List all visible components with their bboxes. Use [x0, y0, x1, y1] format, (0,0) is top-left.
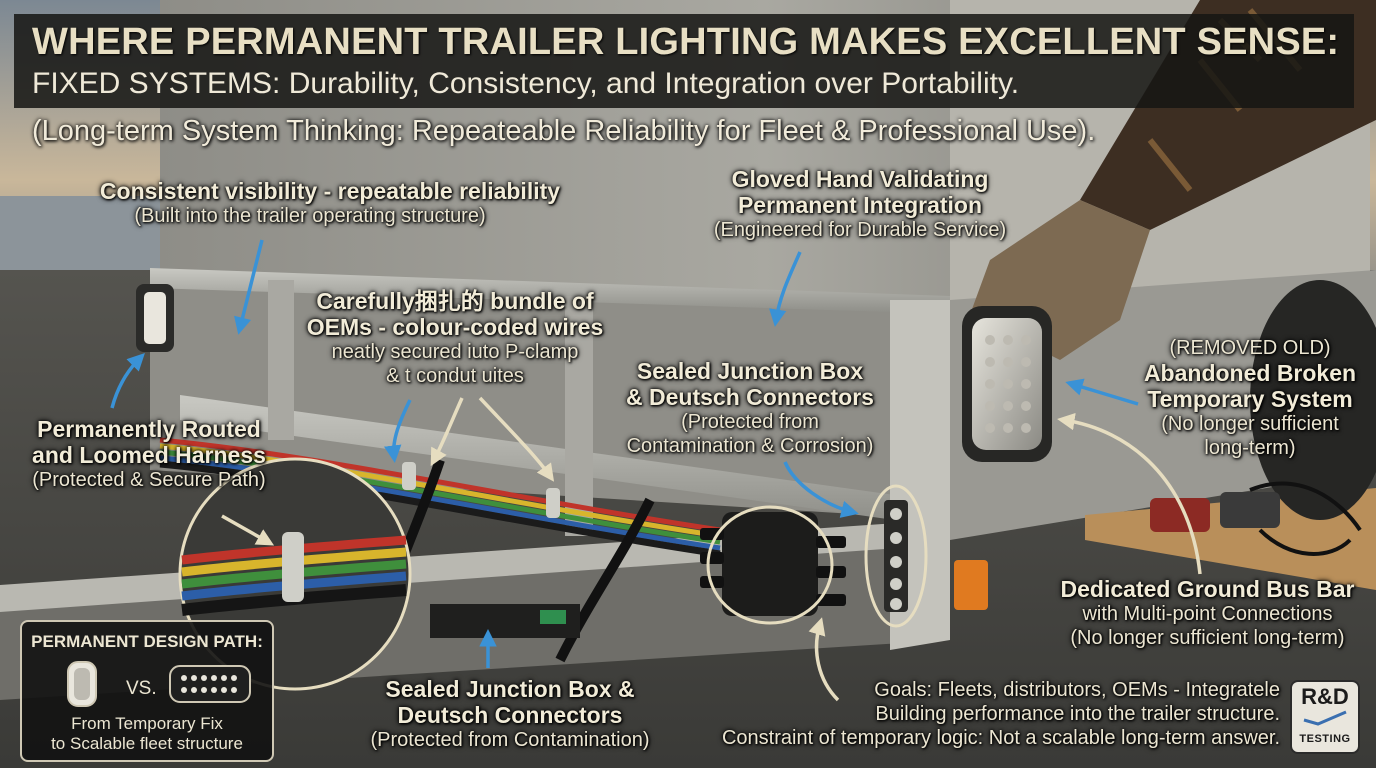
callout-ground-bus-bar: Dedicated Ground Bus Bar with Multi-poin… — [1050, 576, 1365, 650]
rd-testing-badge: R&D TESTING — [1290, 680, 1360, 754]
badge-name: R&D — [1301, 684, 1349, 709]
callout-subtext: (Protected & Secure Path) — [32, 469, 266, 491]
frame-rail-top — [150, 268, 950, 314]
callout-subtext: & t condut uites — [386, 365, 524, 387]
p-clamp-icon — [402, 462, 416, 490]
callout-subtext: (No longer sufficient — [1161, 413, 1339, 435]
callout-subtext: (Protected from Contamination) — [370, 729, 650, 751]
goals-line: Goals: Fleets, distributors, OEMs - Inte… — [874, 679, 1280, 701]
design-path-vs: VS. — [126, 678, 157, 699]
p-clamp-icon — [546, 488, 560, 518]
callout-heading: & Deutsch Connectors — [626, 384, 874, 410]
distant-building — [0, 196, 170, 270]
callout-subtext: (Built into the trailer operating struct… — [134, 205, 486, 227]
frame-post-left — [268, 280, 294, 440]
callout-heading: Permanent Integration — [737, 192, 983, 218]
callout-heading: Abandoned Broken — [1143, 360, 1357, 386]
badge-subtitle: TESTING — [1299, 733, 1351, 745]
callout-heading: OEMs - colour-coded wires — [306, 314, 604, 340]
callout-subtext: Contamination & Corrosion) — [626, 435, 874, 457]
design-path-caption: From Temporary Fix — [71, 714, 223, 733]
goals-line: Building performance into the trailer st… — [875, 703, 1280, 725]
design-path-box: PERMANENT DESIGN PATH: VS. From Temporar… — [20, 620, 274, 762]
callout-heading: Temporary System — [1147, 386, 1353, 412]
trailer-wheel — [1250, 280, 1376, 520]
callout-heading: Gloved Hand Validating — [731, 166, 989, 192]
old-loose-wires — [1249, 481, 1362, 556]
frame-post-mid — [565, 296, 593, 536]
design-path-title: PERMANENT DESIGN PATH: — [31, 632, 263, 651]
callout-heading: Sealed Junction Box & — [385, 676, 635, 702]
callout-subtext: (Engineered for Durable Service) — [713, 219, 1007, 241]
callout-wire-bundle: Carefully捆扎的 bundle of OEMs - colour-cod… — [290, 288, 620, 388]
callout-removed-system: (REMOVED OLD) Abandoned Broken Temporary… — [1130, 336, 1370, 460]
check-swoosh-icon — [1303, 710, 1347, 726]
callout-subtext: neatly secured iuto P-clamp — [331, 341, 579, 363]
junction-highlight-ring — [706, 505, 834, 625]
title-banner — [14, 14, 1354, 108]
led-light-icon — [169, 665, 251, 703]
callout-heading: Sealed Junction Box — [636, 358, 864, 384]
old-junction-part — [1220, 492, 1280, 528]
callout-goals: Goals: Fleets, distributors, OEMs - Inte… — [670, 678, 1280, 750]
page-title: WHERE PERMANENT TRAILER LIGHTING MAKES E… — [32, 21, 1340, 63]
frame-rail-bottom — [180, 395, 930, 525]
callout-junction-box-bottom: Sealed Junction Box & Deutsch Connectors… — [355, 676, 665, 752]
callout-heading: Carefully捆扎的 bundle of — [316, 288, 594, 314]
callout-heading: and Loomed Harness — [32, 442, 266, 468]
callout-gloved-hand: Gloved Hand Validating Permanent Integra… — [690, 166, 1030, 242]
callout-subtext: (Protected from — [681, 411, 819, 433]
page-tagline: (Long-term System Thinking: Repeateable … — [32, 115, 1096, 147]
callout-subtext: (REMOVED OLD) — [1169, 337, 1331, 359]
callout-heading: Deutsch Connectors — [397, 702, 623, 728]
callout-subtext: with Multi-point Connections — [1082, 603, 1333, 625]
callout-harness: Permanently Routed and Loomed Harness (P… — [14, 416, 284, 492]
old-tail-light — [1150, 498, 1210, 532]
callout-arrows — [110, 239, 1202, 702]
loom-conduit-2 — [555, 497, 655, 663]
callout-subtext: long-term) — [1204, 437, 1296, 459]
design-path-caption: to Scalable fleet structure — [51, 734, 243, 753]
junction-box-icon — [722, 512, 818, 616]
callout-heading: Dedicated Ground Bus Bar — [1060, 576, 1355, 602]
callout-heading: Consistent visibility - repeatable relia… — [99, 178, 561, 204]
bus-bar-highlight-ring — [864, 484, 928, 628]
clearance-light-icon — [67, 661, 97, 707]
goals-line: Constraint of temporary logic: Not a sca… — [721, 727, 1280, 749]
callout-heading: Permanently Routed — [37, 416, 261, 442]
trailer-side-panel — [150, 270, 950, 520]
callout-visibility: Consistent visibility - repeatable relia… — [60, 178, 600, 228]
callout-junction-box-top: Sealed Junction Box & Deutsch Connectors… — [605, 358, 895, 458]
callout-subtext: (No longer sufficient long-term) — [1070, 627, 1345, 649]
amber-marker-light — [954, 560, 988, 610]
page-subtitle: FIXED SYSTEMS: Durability, Consistency, … — [32, 67, 1020, 100]
